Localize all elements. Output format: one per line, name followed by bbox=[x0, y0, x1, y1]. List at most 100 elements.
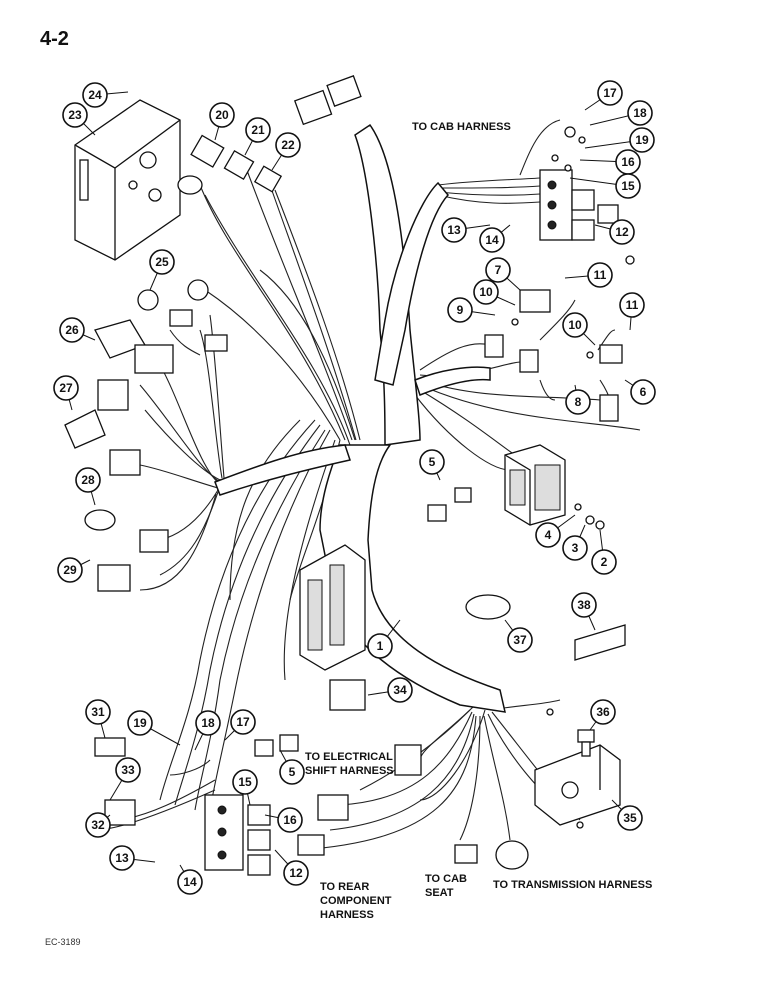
callout-number: 23 bbox=[68, 108, 82, 122]
callout-2: 2 bbox=[591, 529, 617, 575]
harness-wires bbox=[94, 119, 641, 851]
callout-29: 29 bbox=[57, 557, 91, 583]
callout-circle bbox=[627, 100, 653, 126]
callout-circle bbox=[485, 257, 511, 283]
callout-35: 35 bbox=[611, 799, 643, 831]
callout-circle bbox=[57, 557, 83, 583]
callout-number: 18 bbox=[633, 106, 647, 120]
callout-number: 13 bbox=[115, 851, 129, 865]
label-cab-seat-2: SEAT bbox=[425, 887, 454, 899]
callout-number: 15 bbox=[621, 179, 635, 193]
figure-code: EC-3189 bbox=[45, 937, 81, 947]
callout-number: 34 bbox=[393, 683, 407, 697]
main-connector bbox=[504, 444, 566, 526]
callout-number: 5 bbox=[289, 765, 296, 779]
callout-5: 5 bbox=[279, 749, 305, 785]
callout-circle bbox=[232, 769, 258, 795]
callout-11: 11 bbox=[564, 262, 613, 288]
callout-number: 4 bbox=[545, 528, 552, 542]
harness-parts bbox=[64, 75, 635, 876]
callout-circle bbox=[53, 375, 79, 401]
callout-circle bbox=[597, 80, 623, 106]
callout-circle bbox=[275, 132, 301, 158]
callout-number: 15 bbox=[238, 775, 252, 789]
callout-number: 21 bbox=[251, 123, 265, 137]
callout-number: 11 bbox=[626, 298, 639, 312]
callout-number: 19 bbox=[635, 133, 649, 147]
callout-circle bbox=[279, 759, 305, 785]
callout-6: 6 bbox=[624, 379, 656, 405]
callout-circle bbox=[441, 217, 467, 243]
callout-24: 24 bbox=[82, 82, 129, 108]
callout-15: 15 bbox=[569, 173, 641, 199]
callout-circle bbox=[565, 389, 591, 415]
callout-circle bbox=[59, 317, 85, 343]
callout-9: 9 bbox=[447, 297, 496, 323]
label-transmission-harness: TO TRANSMISSION HARNESS bbox=[493, 879, 652, 891]
callout-17: 17 bbox=[224, 709, 256, 741]
callout-number: 14 bbox=[183, 875, 197, 889]
callout-number: 10 bbox=[568, 318, 582, 332]
callout-number: 11 bbox=[594, 268, 607, 282]
callout-25: 25 bbox=[149, 249, 175, 291]
callout-number: 3 bbox=[572, 541, 579, 555]
callout-circle bbox=[62, 102, 88, 128]
callout-number: 27 bbox=[59, 381, 73, 395]
callout-13: 13 bbox=[441, 217, 491, 243]
callout-15: 15 bbox=[232, 769, 258, 806]
callout-number: 20 bbox=[215, 108, 229, 122]
callout-circle bbox=[195, 710, 221, 736]
callout-33: 33 bbox=[109, 757, 141, 801]
callout-number: 28 bbox=[81, 473, 95, 487]
callout-number: 12 bbox=[615, 225, 629, 239]
callout-circle bbox=[591, 549, 617, 575]
callout-number: 6 bbox=[640, 385, 647, 399]
callout-circle bbox=[419, 449, 445, 475]
callout-number: 16 bbox=[283, 813, 297, 827]
callout-14: 14 bbox=[479, 224, 511, 253]
callout-circle bbox=[85, 699, 111, 725]
callout-circle bbox=[109, 845, 135, 871]
callout-20: 20 bbox=[209, 102, 235, 141]
callout-11: 11 bbox=[619, 292, 645, 331]
callout-circle bbox=[245, 117, 271, 143]
callout-circle bbox=[507, 627, 533, 653]
callout-10: 10 bbox=[473, 279, 516, 306]
callout-number: 25 bbox=[155, 255, 169, 269]
callout-number: 37 bbox=[513, 633, 527, 647]
callout-14: 14 bbox=[177, 864, 203, 895]
harness-labels: TO CAB HARNESS TO ELECTRICAL SHIFT HARNE… bbox=[305, 121, 652, 921]
callout-26: 26 bbox=[59, 317, 96, 343]
callout-18: 18 bbox=[589, 100, 653, 126]
label-cab-harness: TO CAB HARNESS bbox=[412, 121, 511, 133]
callout-28: 28 bbox=[75, 467, 101, 506]
callout-19: 19 bbox=[127, 710, 181, 746]
harness-sheath bbox=[214, 123, 506, 713]
label-electrical-shift-1: TO ELECTRICAL bbox=[305, 751, 393, 763]
callout-circle bbox=[283, 860, 309, 886]
callout-4: 4 bbox=[535, 514, 576, 548]
callout-number: 16 bbox=[621, 155, 635, 169]
callout-circle bbox=[447, 297, 473, 323]
callout-18: 18 bbox=[194, 710, 221, 751]
callout-circle bbox=[387, 677, 413, 703]
relay-block-bottom bbox=[204, 794, 271, 876]
callout-5: 5 bbox=[419, 449, 445, 481]
callout-number: 29 bbox=[63, 563, 77, 577]
callout-circle bbox=[609, 219, 635, 245]
callout-number: 14 bbox=[485, 233, 499, 247]
callout-circle bbox=[587, 262, 613, 288]
callout-number: 17 bbox=[236, 715, 250, 729]
callout-1: 1 bbox=[367, 619, 401, 659]
callout-number: 5 bbox=[429, 455, 436, 469]
callout-circle bbox=[629, 127, 655, 153]
callout-7: 7 bbox=[485, 257, 521, 291]
callout-circle bbox=[630, 379, 656, 405]
callout-circle bbox=[571, 592, 597, 618]
callout-circle bbox=[619, 292, 645, 318]
callout-number: 22 bbox=[281, 138, 295, 152]
callout-circle bbox=[230, 709, 256, 735]
callout-number: 18 bbox=[201, 716, 215, 730]
callout-37: 37 bbox=[504, 619, 533, 653]
callout-16: 16 bbox=[264, 807, 303, 833]
